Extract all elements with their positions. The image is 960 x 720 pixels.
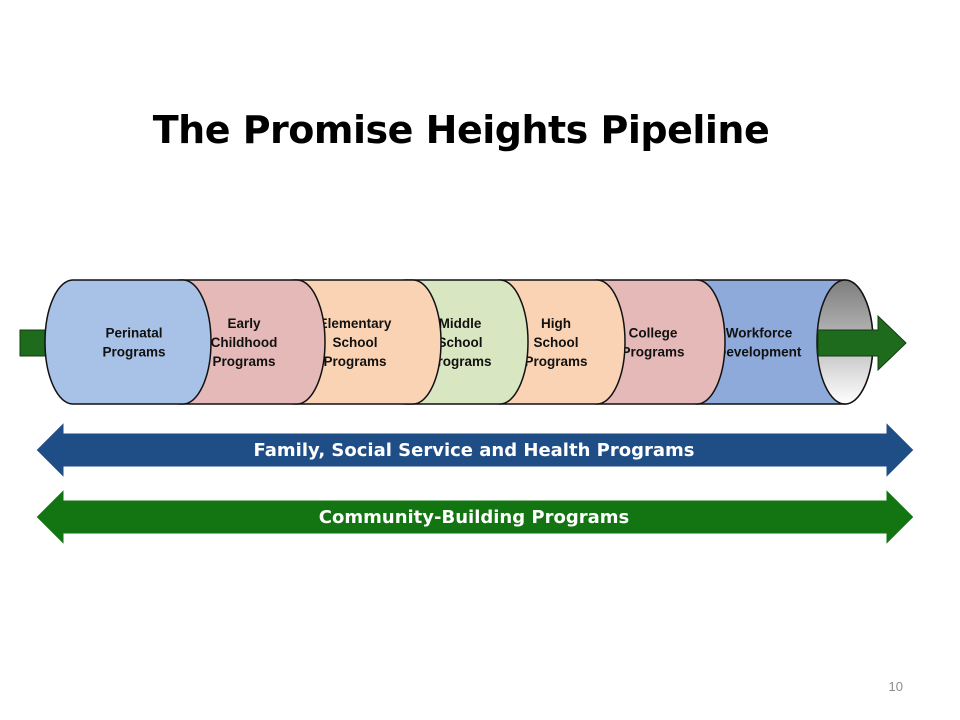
community-building-band-arrow bbox=[35, 487, 915, 547]
community-building-band-label: Community-Building Programs bbox=[319, 507, 629, 528]
pipeline-segment-label: College bbox=[629, 326, 678, 341]
pipeline-segment-label: Programs bbox=[621, 345, 684, 360]
pipeline-segment-label: Middle bbox=[439, 316, 482, 331]
outgoing-flow-arrow bbox=[817, 314, 907, 372]
pipeline-segment-label: Childhood bbox=[211, 335, 278, 350]
pipeline-segment-label: Workforce bbox=[726, 326, 793, 341]
slide-number: 10 bbox=[888, 679, 903, 694]
pipeline-segment-label: Perinatal bbox=[105, 326, 162, 341]
pipeline-segment-label: Programs bbox=[212, 354, 275, 369]
pipeline-segment-label: Elementary bbox=[319, 316, 392, 331]
pipeline-segment-label: Early bbox=[227, 316, 261, 331]
pipeline-segment-label: Programs bbox=[102, 345, 165, 360]
pipeline-segment-label: High bbox=[541, 316, 571, 331]
family-services-band-arrow bbox=[35, 420, 915, 480]
pipeline-segment-label: Programs bbox=[323, 354, 386, 369]
pipeline-segment-shape bbox=[44, 279, 212, 405]
slide-title: The Promise Heights Pipeline bbox=[152, 108, 770, 152]
pipeline-segment-label: School bbox=[437, 335, 482, 350]
pipeline-segment-label: School bbox=[533, 335, 578, 350]
pipeline-segment-label: School bbox=[332, 335, 377, 350]
pipeline-segment-label: Programs bbox=[524, 354, 587, 369]
family-services-band-label: Family, Social Service and Health Progra… bbox=[254, 440, 695, 461]
pipeline-segment-label: Development bbox=[717, 345, 802, 360]
pipeline-segment-label: Programs bbox=[428, 354, 491, 369]
